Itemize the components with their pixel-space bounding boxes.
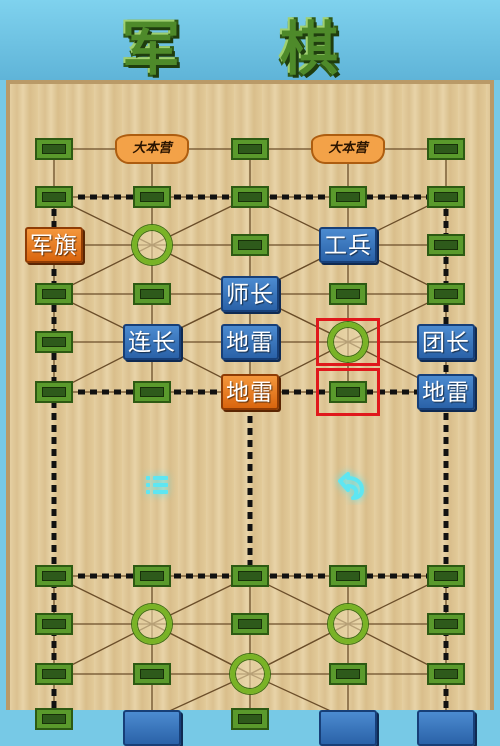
selection-frame	[316, 318, 380, 366]
undo-arrow-icon	[338, 472, 364, 500]
game-board[interactable]: 大本营 大本营 军旗工兵师长连长地雷团长地雷地雷	[6, 80, 494, 746]
board-post[interactable]	[231, 186, 269, 208]
board-post[interactable]	[35, 331, 73, 353]
board-post[interactable]	[35, 381, 73, 403]
board-post[interactable]	[329, 381, 367, 403]
camp-circle[interactable]	[132, 604, 172, 644]
title-banner: 军 棋	[0, 0, 500, 83]
piece-blue-partial[interactable]	[123, 710, 181, 746]
board-post[interactable]	[231, 138, 269, 160]
board-post[interactable]	[427, 613, 465, 635]
board-post[interactable]	[35, 283, 73, 305]
game-title: 军 棋	[121, 15, 379, 83]
undo-button[interactable]	[330, 465, 370, 505]
board-post[interactable]	[231, 613, 269, 635]
board-post[interactable]	[427, 565, 465, 587]
hq-left[interactable]: 大本营	[115, 134, 189, 164]
board-post[interactable]	[329, 565, 367, 587]
board-post[interactable]	[329, 663, 367, 685]
board-post[interactable]	[231, 565, 269, 587]
board-post[interactable]	[133, 186, 171, 208]
board-post[interactable]	[133, 381, 171, 403]
camp-circle[interactable]	[132, 225, 172, 265]
board-post[interactable]	[35, 186, 73, 208]
piece-orange[interactable]: 军旗	[25, 227, 83, 263]
board-post[interactable]	[35, 708, 73, 730]
camp-circle[interactable]	[328, 604, 368, 644]
board-post[interactable]	[329, 186, 367, 208]
board-post[interactable]	[231, 234, 269, 256]
board-post[interactable]	[329, 283, 367, 305]
piece-blue-partial[interactable]	[319, 710, 377, 746]
piece-orange[interactable]: 地雷	[221, 374, 279, 410]
board-post[interactable]	[133, 283, 171, 305]
menu-list-icon	[146, 476, 168, 494]
board-post[interactable]	[133, 663, 171, 685]
piece-blue[interactable]: 团长	[417, 324, 475, 360]
board-post[interactable]	[427, 234, 465, 256]
camp-circle[interactable]	[328, 322, 368, 362]
board-post[interactable]	[427, 138, 465, 160]
board-post[interactable]	[133, 565, 171, 587]
hq-label: 大本营	[328, 141, 368, 156]
hq-right[interactable]: 大本营	[311, 134, 385, 164]
board-post[interactable]	[35, 565, 73, 587]
menu-button[interactable]	[137, 465, 177, 505]
board-post[interactable]	[231, 708, 269, 730]
piece-blue[interactable]: 工兵	[319, 227, 377, 263]
piece-blue[interactable]: 师长	[221, 276, 279, 312]
board-post[interactable]	[35, 138, 73, 160]
board-post[interactable]	[35, 663, 73, 685]
board-post[interactable]	[427, 186, 465, 208]
piece-blue[interactable]: 地雷	[221, 324, 279, 360]
piece-blue[interactable]: 地雷	[417, 374, 475, 410]
camp-circle[interactable]	[230, 654, 270, 694]
piece-blue-partial[interactable]	[417, 710, 475, 746]
board-post[interactable]	[35, 613, 73, 635]
hq-label: 大本营	[132, 141, 172, 156]
board-post[interactable]	[427, 283, 465, 305]
selection-frame	[316, 368, 380, 416]
board-post[interactable]	[427, 663, 465, 685]
piece-blue[interactable]: 连长	[123, 324, 181, 360]
